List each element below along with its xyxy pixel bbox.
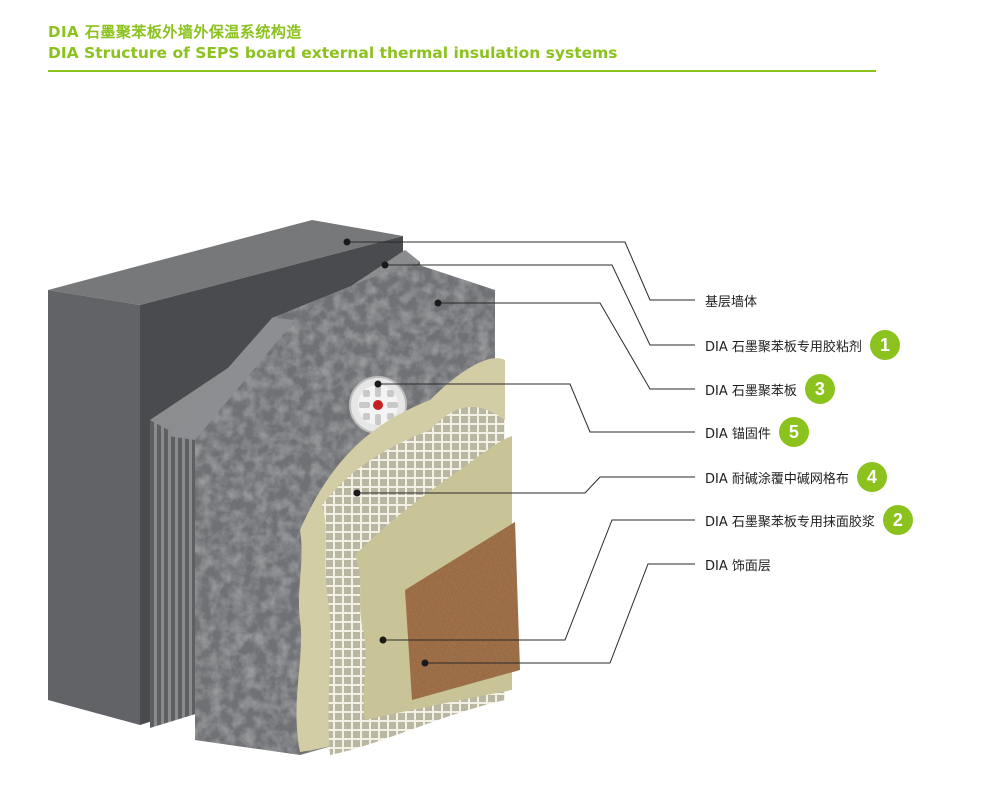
leader-dots <box>343 238 442 667</box>
layer-label-text: DIA 石墨聚苯板专用抹面胶浆 <box>705 514 875 530</box>
finish-layer <box>405 522 520 700</box>
layer-label-text: DIA 耐碱涂覆中碱网格布 <box>705 471 849 487</box>
layer-label-text: DIA 石墨聚苯板专用胶粘剂 <box>705 339 862 355</box>
title-divider <box>48 70 876 72</box>
number-badge: 4 <box>856 462 887 492</box>
layer-label-adhesive: DIA 石墨聚苯板专用胶粘剂 1 <box>705 330 900 360</box>
page-title-cn: DIA 石墨聚苯板外墙外保温系统构造 <box>48 23 302 41</box>
layer-label-text: 基层墙体 <box>705 294 758 310</box>
page-title-en: DIA Structure of SEPS board external the… <box>48 44 618 62</box>
leader-lines <box>347 241 695 664</box>
layer-label-text: DIA 饰面层 <box>705 558 771 574</box>
number-badge: 5 <box>778 417 809 447</box>
number-badge: 3 <box>804 374 835 404</box>
title-block: DIA 石墨聚苯板外墙外保温系统构造 DIA Structure of SEPS… <box>48 22 618 64</box>
layer-label-text: DIA 锚固件 <box>705 426 771 442</box>
layer-label-anchor: DIA 锚固件 5 <box>705 417 809 447</box>
number-badge: 1 <box>869 330 900 360</box>
number-badge: 2 <box>882 505 913 535</box>
layer-label-mortar: DIA 石墨聚苯板专用抹面胶浆 2 <box>705 505 913 535</box>
layer-label-finish: DIA 饰面层 <box>705 550 771 578</box>
layer-label-eps-board: DIA 石墨聚苯板 3 <box>705 374 835 404</box>
layer-label-text: DIA 石墨聚苯板 <box>705 383 797 399</box>
layer-label-base-wall: 基层墙体 <box>705 286 757 314</box>
layer-label-mesh: DIA 耐碱涂覆中碱网格布 4 <box>705 462 887 492</box>
